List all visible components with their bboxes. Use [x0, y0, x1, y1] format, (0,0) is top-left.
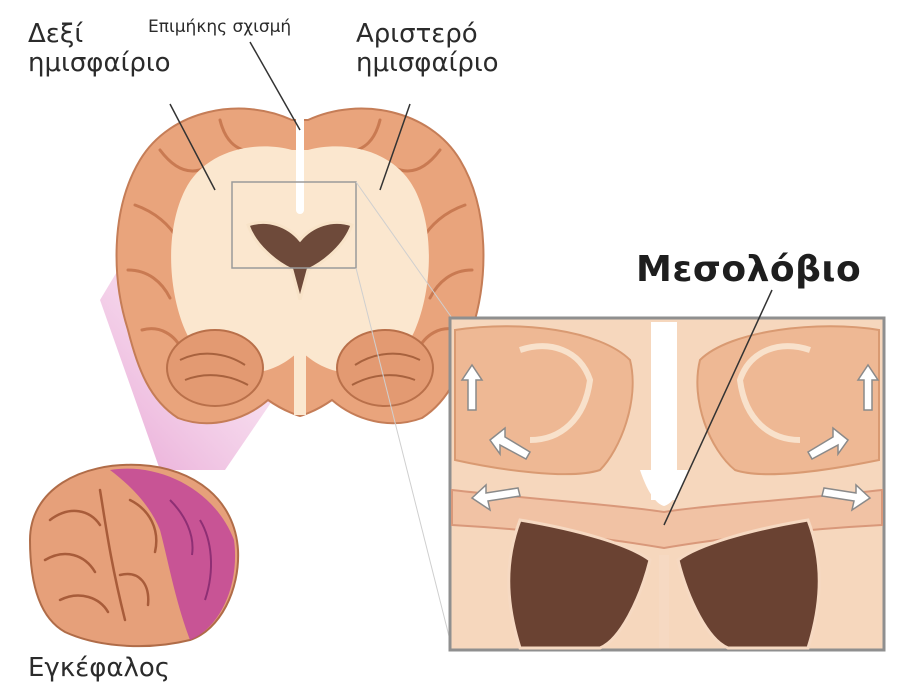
- brain-stem: [294, 300, 306, 415]
- label-corpus-callosum: Μεσολόβιο: [636, 250, 861, 290]
- label-right-hemisphere-line2: ημισφαίριο: [28, 49, 171, 78]
- label-longitudinal-fissure: Επιμήκης σχισμή: [148, 18, 291, 37]
- label-left-hemisphere: Αριστερό ημισφαίριο: [356, 20, 499, 77]
- lower-lobe-left: [337, 330, 433, 406]
- label-left-hemisphere-line2: ημισφαίριο: [356, 49, 499, 78]
- label-left-hemisphere-line1: Αριστερό: [356, 20, 499, 49]
- lower-lobe-right: [167, 330, 263, 406]
- label-brain: Εγκέφαλος: [28, 654, 170, 683]
- detail-callout: [450, 318, 884, 650]
- coronal-section: [117, 109, 484, 424]
- whole-brain: [30, 465, 238, 646]
